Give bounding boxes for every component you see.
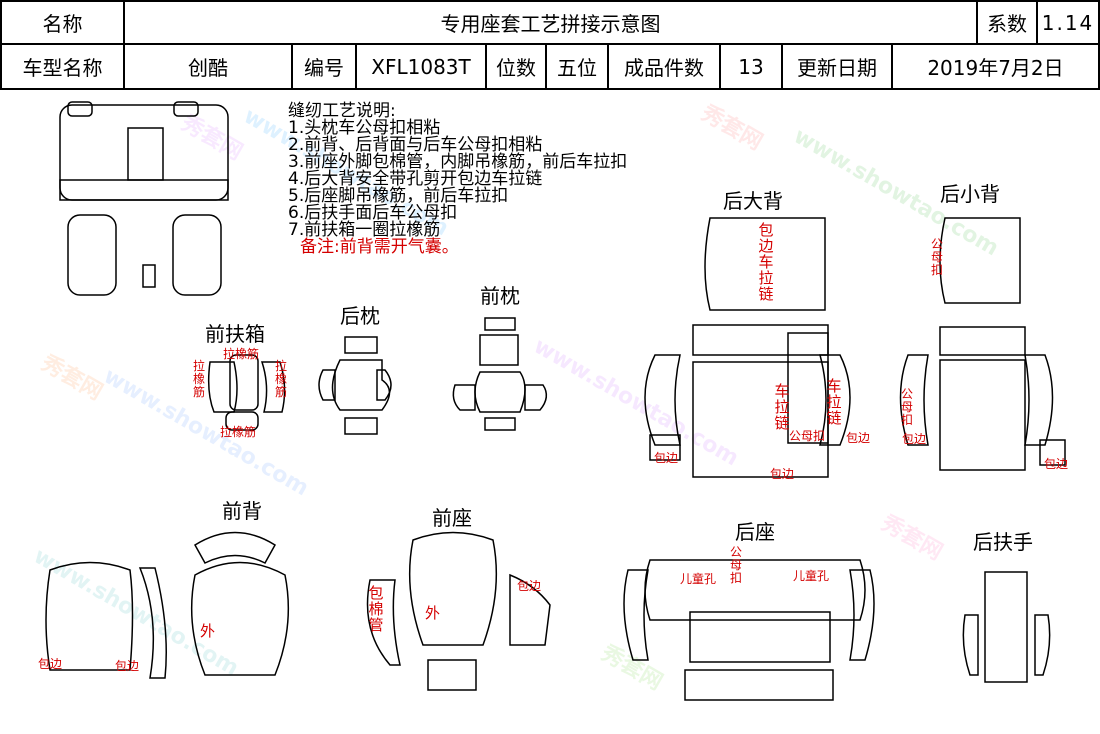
note-pull-elastic: 拉橡筋 <box>274 359 287 399</box>
note-male-female-buckle: 公母扣 <box>789 429 826 443</box>
remark-note: 备注:前背需开气囊。 <box>300 237 459 257</box>
header-table: 名称 专用座套工艺拼接示意图 系数 1.14 车型名称 创酷 编号 XFL108… <box>0 0 1100 90</box>
section-label-front-headrest: 前枕 <box>480 284 520 308</box>
name-label: 名称 <box>0 0 125 45</box>
rear-seat-pieces <box>623 559 875 701</box>
instruction-item: 1.头枕车公母扣相粘 <box>288 118 441 138</box>
section-label-front-seat: 前座 <box>432 506 472 530</box>
rear-big-back-pieces <box>644 217 851 478</box>
instructions-heading: 缝纫工艺说明: <box>288 101 396 121</box>
note-male-female-buckle: 公母扣 <box>930 237 943 277</box>
model-value: 创酷 <box>125 45 293 90</box>
instruction-item: 3.前座外脚包棉管，内脚吊橡筋，前后车拉扣 <box>288 152 628 172</box>
note-child-hole: 儿童孔 <box>680 572 717 586</box>
section-label-front-back: 前背 <box>222 499 262 523</box>
sewing-instructions: 缝纫工艺说明: 1.头枕车公母扣相粘 2.前背、后背面与后车公母扣相粘 3.前座… <box>288 103 627 256</box>
date-value: 2019年7月2日 <box>893 45 1100 90</box>
instruction-item: 2.前背、后背面与后车公母扣相粘 <box>288 135 543 155</box>
instruction-item: 5.后座脚吊橡筋，前后车拉扣 <box>288 186 509 206</box>
seats-value: 五位 <box>547 45 609 90</box>
instruction-item: 6.后扶手面后车公母扣 <box>288 203 458 223</box>
section-label-rear-headrest: 后枕 <box>340 304 380 328</box>
section-label-front-armbox: 前扶箱 <box>205 322 265 346</box>
front-seat-pieces <box>366 531 551 691</box>
section-label-rear-seat: 后座 <box>735 520 775 544</box>
code-value: XFL1083T <box>357 45 487 90</box>
note-edge-binding: 包边 <box>38 657 63 671</box>
front-back-pieces <box>45 531 290 679</box>
note-edge-binding: 包边 <box>654 451 679 465</box>
front-headrest-pieces <box>452 317 548 431</box>
rear-small-back-pieces <box>899 217 1066 471</box>
date-label: 更新日期 <box>783 45 893 90</box>
code-label: 编号 <box>293 45 357 90</box>
note-edge-binding: 包边 <box>517 579 542 593</box>
note-cotton-tube: 包棉管 <box>368 584 384 634</box>
note-edge-binding: 包边 <box>1044 457 1069 471</box>
section-label-rear-small-back: 后小背 <box>940 182 1000 206</box>
note-edge-binding: 包边 <box>846 431 871 445</box>
pieces-value: 13 <box>721 45 783 90</box>
note-pull-elastic: 拉橡筋 <box>223 347 260 361</box>
section-label-rear-armrest: 后扶手 <box>973 530 1033 554</box>
note-binding-zipper: 包边车拉链 <box>758 221 774 303</box>
note-edge-binding: 包边 <box>902 432 927 446</box>
rear-armrest-pieces <box>962 571 1051 683</box>
note-pull-elastic: 拉橡筋 <box>192 359 205 399</box>
note-outer: 外 <box>200 622 216 640</box>
section-label-rear-big-back: 后大背 <box>723 189 783 213</box>
note-child-hole: 儿童孔 <box>793 569 830 583</box>
coefficient-value: 1.14 <box>1038 0 1100 45</box>
note-male-female-buckle: 公母扣 <box>900 387 913 427</box>
front-armbox-pieces <box>207 354 286 431</box>
seats-label: 位数 <box>487 45 547 90</box>
note-edge-binding: 包边 <box>115 659 140 673</box>
note-male-female-buckle: 公母扣 <box>729 545 742 585</box>
note-zipper: 车拉链 <box>774 382 790 432</box>
note-edge-binding: 包边 <box>770 467 795 481</box>
coefficient-label: 系数 <box>978 0 1038 45</box>
note-outer: 外 <box>425 604 441 622</box>
pieces-label: 成品件数 <box>609 45 721 90</box>
instruction-item: 7.前扶箱一圈拉橡筋 <box>288 220 441 240</box>
note-pull-elastic: 拉橡筋 <box>220 425 257 439</box>
model-label: 车型名称 <box>0 45 125 90</box>
instruction-item: 4.后大背安全带孔剪开包边车拉链 <box>288 169 543 189</box>
seat-overview-thumbnail <box>59 101 229 296</box>
rear-headrest-pieces <box>318 336 392 435</box>
note-zipper: 车拉链 <box>826 377 842 427</box>
diagram-title: 专用座套工艺拼接示意图 <box>125 0 978 45</box>
